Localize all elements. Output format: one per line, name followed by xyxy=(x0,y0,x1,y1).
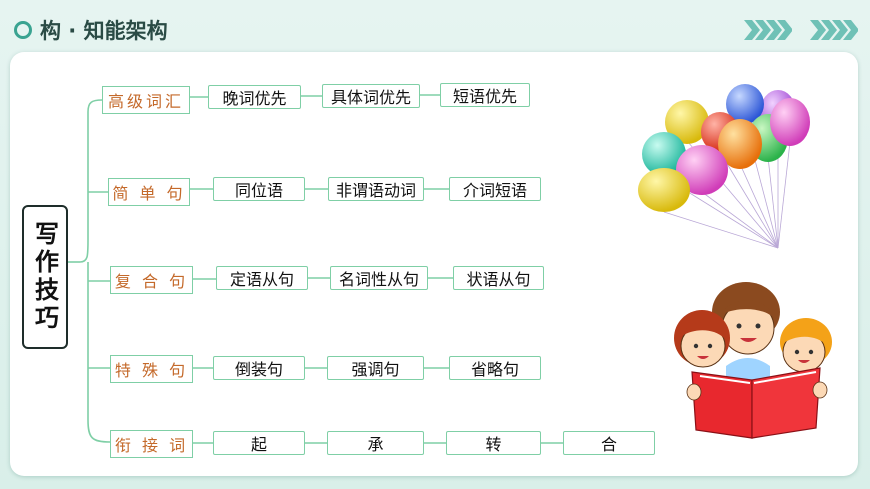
leaf-node: 定语从句 xyxy=(216,266,308,290)
leaf-node: 强调句 xyxy=(327,356,424,380)
root-node: 写作技巧 xyxy=(22,205,68,349)
leaf-node: 同位语 xyxy=(213,177,305,201)
leaf-node: 倒装句 xyxy=(213,356,305,380)
leaf-node: 短语优先 xyxy=(440,83,530,107)
leaf-node: 非谓语动词 xyxy=(328,177,424,201)
page-title: 构 · 知能架构 xyxy=(14,14,168,46)
category-node: 复 合 句 xyxy=(110,266,193,294)
category-node: 衔 接 词 xyxy=(110,430,193,458)
leaf-node: 承 xyxy=(327,431,424,455)
chevrons-icon xyxy=(810,20,858,40)
category-node: 高级词汇 xyxy=(102,86,190,114)
page-title-text: 构 · 知能架构 xyxy=(40,19,168,43)
category-node: 简 单 句 xyxy=(108,178,190,206)
leaf-node: 状语从句 xyxy=(453,266,544,290)
chevrons-icon xyxy=(744,20,792,40)
leaf-node: 转 xyxy=(446,431,541,455)
leaf-node: 名词性从句 xyxy=(330,266,428,290)
family-reading-icon xyxy=(674,282,832,439)
leaf-node: 晚词优先 xyxy=(208,85,301,109)
leaf-node: 具体词优先 xyxy=(322,84,420,108)
leaf-node: 合 xyxy=(563,431,655,455)
category-node: 特 殊 句 xyxy=(110,355,193,383)
ring-icon xyxy=(14,21,32,39)
leaf-node: 省略句 xyxy=(449,356,541,380)
leaf-node: 起 xyxy=(213,431,305,455)
balloons-icon xyxy=(638,84,810,249)
leaf-node: 介词短语 xyxy=(449,177,541,201)
